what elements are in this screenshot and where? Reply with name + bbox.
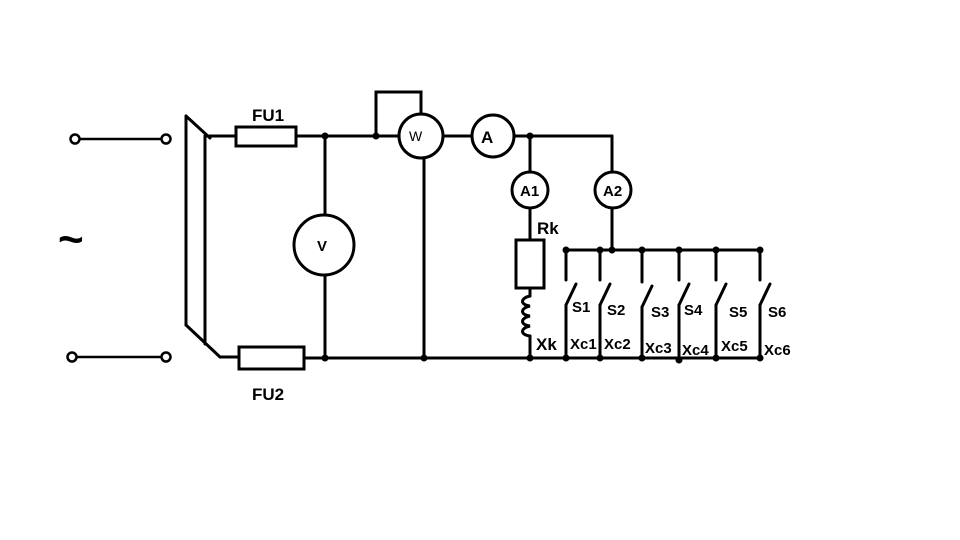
capacitor-xc4-label: Xc4 — [682, 342, 709, 359]
fuse-fu2 — [237, 345, 306, 371]
ammeter-a-label: A — [481, 128, 493, 147]
resistor-rk-label: Rk — [537, 219, 559, 238]
switch-s2-label: S2 — [607, 302, 625, 319]
switch-s1 — [562, 246, 578, 362]
inductor-xk-label: Xk — [536, 335, 557, 354]
ammeter-a2-label: A2 — [603, 183, 622, 200]
capacitor-xc6-label: Xc6 — [764, 342, 791, 359]
switch-s1-label: S1 — [572, 299, 590, 316]
wattmeter: W — [372, 90, 445, 362]
capacitor-xc3-label: Xc3 — [645, 340, 672, 357]
capacitor-xc2-label: Xc2 — [604, 336, 631, 353]
voltmeter-label: V — [317, 238, 327, 255]
fuse-fu1 — [234, 125, 298, 148]
switch-s4 — [675, 246, 691, 364]
inductor-xk — [521, 294, 532, 338]
terminal-top — [69, 133, 81, 145]
wattmeter-label: W — [409, 128, 423, 144]
capacitor-xc1-label: Xc1 — [570, 336, 597, 353]
switch-s6-label: S6 — [768, 304, 786, 321]
switch-s5-label: S5 — [729, 304, 747, 321]
switch-s3-label: S3 — [651, 304, 669, 321]
switch-s3 — [638, 246, 654, 362]
switch-s4-label: S4 — [684, 302, 703, 319]
capacitor-xc5-label: Xc5 — [721, 338, 748, 355]
supply-transformer — [184, 114, 222, 359]
fuse-fu2-label: FU2 — [252, 385, 284, 404]
ammeter-a1-label: A1 — [520, 183, 539, 200]
fuse-fu1-label: FU1 — [252, 106, 284, 125]
voltmeter — [292, 213, 356, 277]
switch-s2 — [596, 246, 612, 362]
resistor-rk — [514, 238, 546, 290]
ac-source-symbol: ~ — [58, 215, 84, 264]
input-terminals — [66, 133, 172, 363]
switch-s6 — [756, 246, 772, 362]
terminal-bottom — [66, 351, 78, 363]
switch-s5 — [712, 246, 728, 362]
